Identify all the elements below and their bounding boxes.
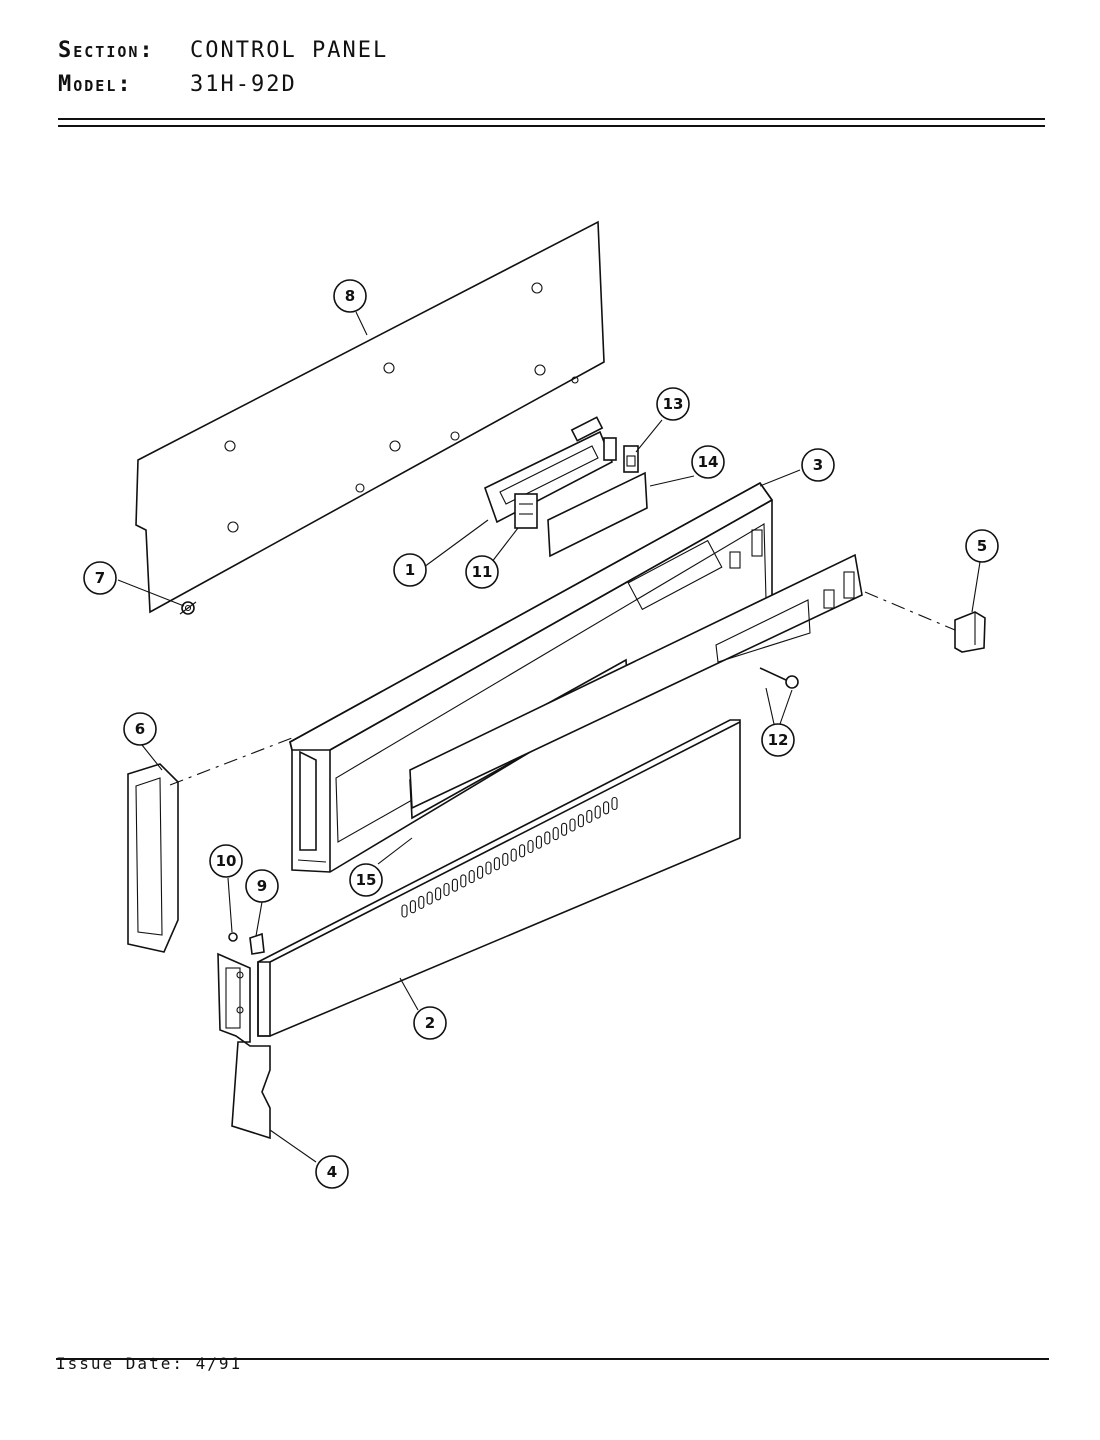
part-5-end-cap — [864, 591, 986, 653]
svg-text:14: 14 — [698, 453, 719, 471]
part-overlay-trim — [409, 553, 863, 810]
callout-13: 13 — [656, 387, 690, 421]
header-rule-top — [58, 118, 1045, 120]
vent-slot — [527, 839, 534, 854]
section-label: Section: — [58, 38, 155, 63]
callout-15: 15 — [349, 863, 383, 897]
vent-slot — [519, 844, 526, 858]
vent-slot — [535, 835, 542, 849]
svg-text:4: 4 — [327, 1163, 337, 1181]
issue-date: Issue Date: 4/91 — [56, 1354, 243, 1373]
callout-5: 5 — [965, 529, 999, 563]
svg-text:7: 7 — [95, 569, 105, 587]
vent-slots — [401, 796, 618, 918]
section-heading: Section: CONTROL PANEL — [58, 38, 388, 63]
vent-slot — [577, 814, 584, 828]
part-2-vent-panel — [257, 719, 741, 1037]
vent-slot — [493, 857, 500, 871]
part-9-clip — [249, 932, 265, 955]
svg-text:2: 2 — [425, 1014, 435, 1032]
part-12-screws — [759, 667, 799, 689]
svg-text:9: 9 — [257, 877, 267, 895]
svg-text:5: 5 — [977, 537, 987, 555]
svg-text:6: 6 — [135, 720, 145, 738]
vent-slot — [477, 865, 484, 879]
vent-slot — [468, 870, 475, 884]
vent-slot — [502, 852, 509, 866]
part-8-rear-panel — [135, 220, 605, 614]
part-6-end-cap — [127, 737, 293, 953]
svg-text:12: 12 — [768, 731, 789, 749]
model-heading: Model: 31H-92D — [58, 72, 297, 97]
svg-text:13: 13 — [663, 395, 684, 413]
part-4-bracket — [217, 952, 271, 1140]
vent-slot — [611, 796, 618, 811]
leader-lines — [117, 311, 981, 1163]
vent-slot — [435, 887, 442, 901]
svg-text:3: 3 — [813, 456, 823, 474]
part-11-connector — [514, 493, 538, 529]
part-13-switch — [623, 445, 639, 473]
callout-10: 10 — [209, 844, 243, 878]
vent-slot — [561, 822, 568, 836]
vent-slot — [586, 809, 593, 823]
callout-3: 3 — [801, 448, 835, 482]
vent-slot — [443, 882, 450, 897]
part-7-nut — [179, 601, 197, 615]
callout-9: 9 — [245, 869, 279, 903]
callout-6: 6 — [123, 712, 157, 746]
callout-8: 8 — [333, 279, 367, 313]
svg-text:11: 11 — [472, 563, 493, 581]
model-label: Model: — [58, 72, 133, 97]
part-14-lens — [547, 471, 648, 558]
footer-rule — [56, 1358, 1049, 1360]
vent-slot — [552, 827, 559, 841]
vent-slot — [544, 831, 551, 845]
header-rule-bottom — [58, 125, 1045, 127]
vent-slot — [426, 891, 433, 905]
callout-4: 4 — [315, 1155, 349, 1189]
svg-text:1: 1 — [405, 561, 415, 579]
vent-slot — [485, 861, 492, 875]
callout-2: 2 — [413, 1006, 447, 1040]
section-value: CONTROL PANEL — [190, 38, 389, 63]
part-10-screw — [228, 932, 238, 942]
vent-slot — [569, 818, 576, 832]
svg-text:15: 15 — [356, 871, 377, 889]
callout-12: 12 — [761, 723, 795, 757]
callout-14: 14 — [691, 445, 725, 479]
callout-7: 7 — [83, 561, 117, 595]
vent-slot — [594, 805, 601, 819]
svg-text:10: 10 — [216, 852, 237, 870]
callout-11: 11 — [465, 555, 499, 589]
vent-slot — [603, 801, 610, 815]
vent-slot — [409, 900, 416, 914]
callout-1: 1 — [393, 553, 427, 587]
svg-text:8: 8 — [345, 287, 355, 305]
vent-slot — [460, 874, 467, 888]
vent-slot — [401, 904, 408, 918]
vent-slot — [510, 848, 517, 862]
model-value: 31H-92D — [190, 72, 297, 97]
vent-slot — [418, 895, 425, 909]
vent-slot — [451, 878, 458, 892]
